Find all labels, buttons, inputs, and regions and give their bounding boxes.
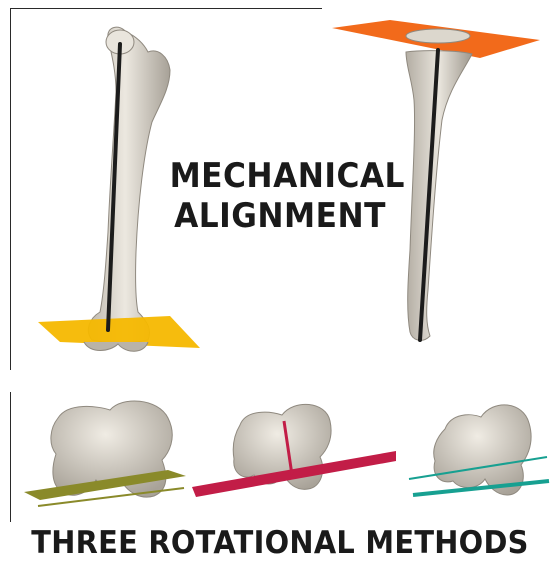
three-rotational-methods-title: THREE ROTATIONAL METHODS [20,524,541,562]
frame-top-left [10,8,322,9]
title-line-1: MECHANICAL [170,156,391,196]
distal-femur-3 [434,405,531,495]
method-1-panel [18,388,193,513]
frame-left [10,8,11,370]
method-3-panel [405,395,555,510]
femur-bone [88,27,170,343]
title-line-2: ALIGNMENT [170,196,391,236]
mechanical-alignment-title: MECHANICAL ALIGNMENT [170,156,391,236]
frame-left-lower [10,392,11,522]
method-2-panel [190,395,405,505]
tibia-bone [406,51,472,341]
